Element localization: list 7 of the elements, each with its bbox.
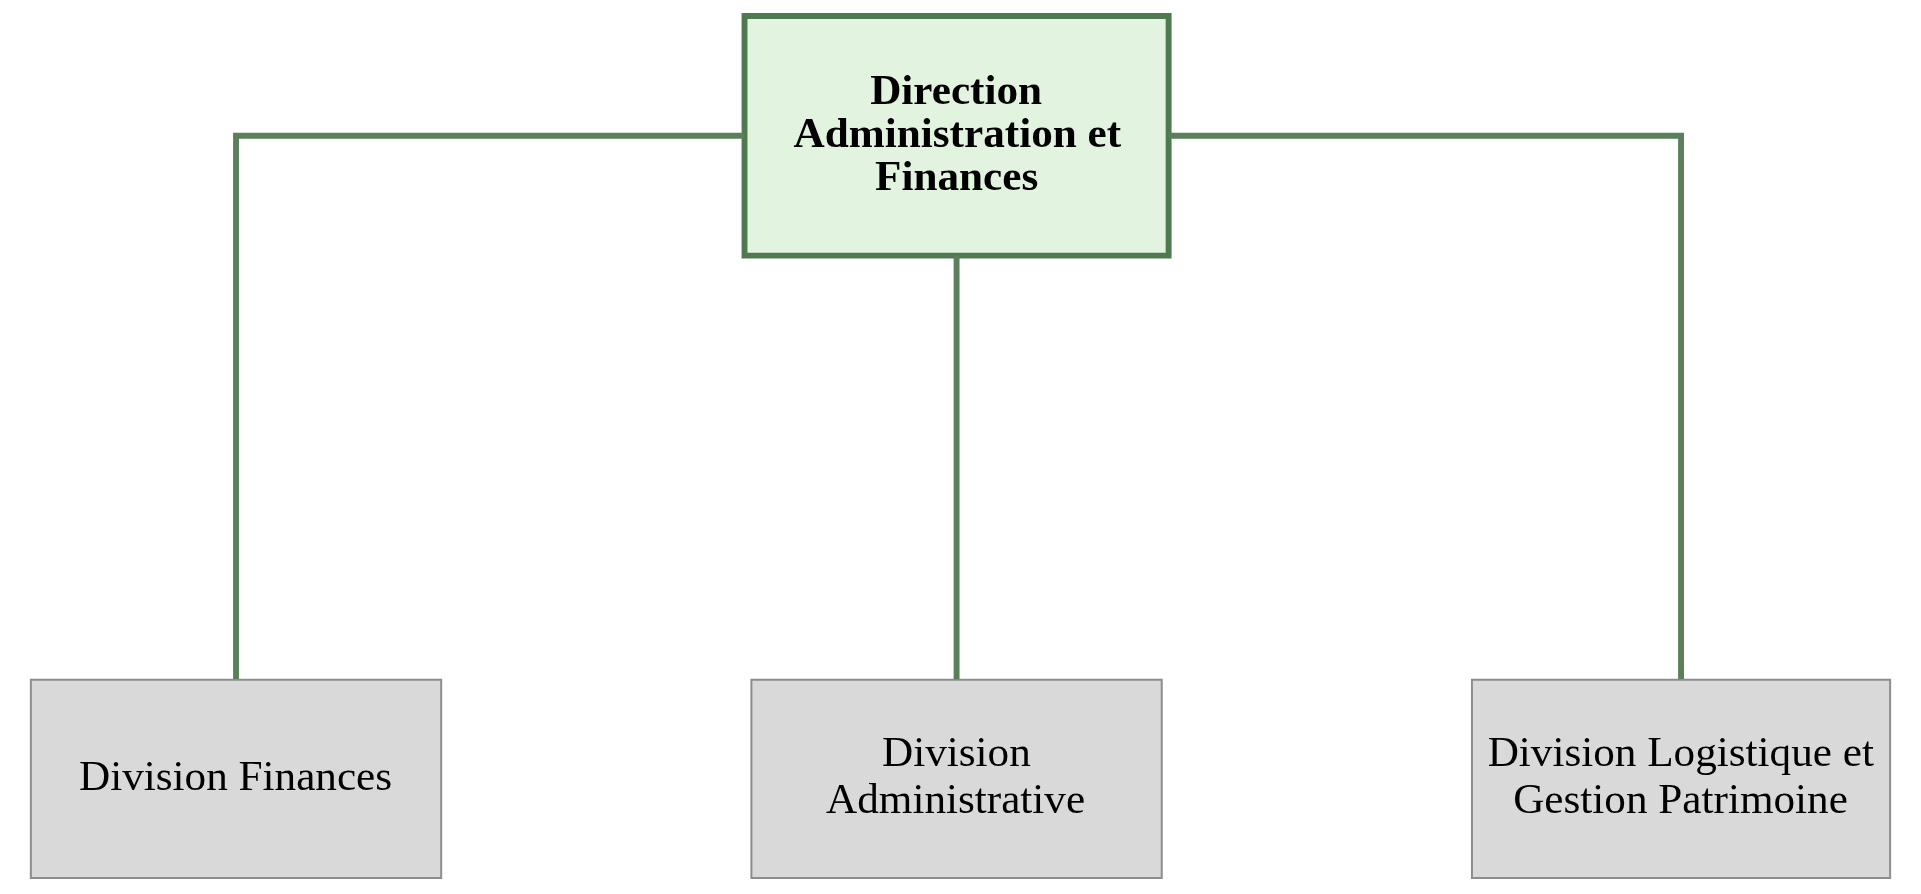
node-box: Division Administrative [750,678,1163,879]
connector [953,256,960,680]
node-box: Division Finances [29,678,443,879]
connector [1169,132,1684,680]
node-box: Direction Administration et Finances [741,13,1172,259]
connector [233,132,745,680]
node-box: Division Logistique et Gestion Patrimoine [1470,678,1892,879]
